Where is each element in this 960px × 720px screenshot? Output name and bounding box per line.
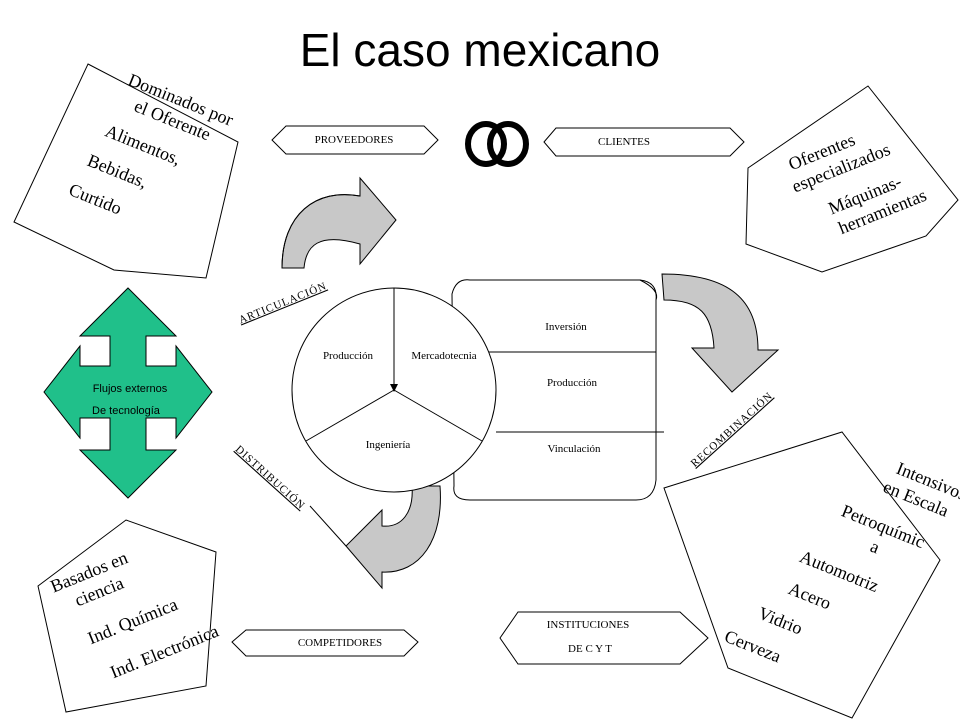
banner-proveedores-label: PROVEEDORES [315,134,394,146]
box-top-right: Oferentes especializados Máquinas- herra… [745,85,959,273]
flows-cross-arrow: Flujos externos De tecnología [43,287,213,499]
curved-arrow-distribucion [309,485,441,590]
cylinder-vinculacion: Vinculación [547,443,601,455]
curved-arrow-recombinacion [661,273,780,393]
banner-instituciones-line2: DE C Y T [568,643,612,655]
banner-competidores: COMPETIDORES [231,629,419,657]
banner-instituciones-line1: INSTITUCIONES [547,619,630,631]
flows-line1: Flujos externos [93,383,168,395]
banner-instituciones: INSTITUCIONES DE C Y T [499,611,709,665]
page-title: El caso mexicano [300,24,661,76]
circle-ingenieria: Ingeniería [366,439,411,451]
banner-proveedores: PROVEEDORES [271,125,439,155]
banner-clientes: CLIENTES [543,127,745,157]
label-distribucion: DISTRIBUCIÓN [233,443,308,512]
box-top-left: Dominados por el Oferente Alimentos, Beb… [13,63,239,279]
label-articulacion: ARTICULACIÓN [237,280,329,326]
banner-clientes-label: CLIENTES [598,136,650,148]
curved-arrow-articulacion [281,176,397,269]
cylinder-produccion: Producción [547,377,598,389]
box-bottom-left: Basados en ciencia Ind. Química Ind. Ele… [37,519,221,713]
cylinder: Inversión Producción Vinculación [451,279,664,501]
box-bottom-right: Intensivos en Escala Petroquímic a Autom… [663,431,960,719]
flows-line2: De tecnología [92,405,161,417]
circle-produccion: Producción [323,350,374,362]
cylinder-inversion: Inversión [545,321,587,333]
circle-mercadotecnia: Mercadotecnia [411,350,476,362]
process-circle: Producción Mercadotecnia Ingeniería [291,287,497,493]
banner-competidores-label: COMPETIDORES [298,637,382,649]
interlocking-rings-icon [465,121,529,167]
